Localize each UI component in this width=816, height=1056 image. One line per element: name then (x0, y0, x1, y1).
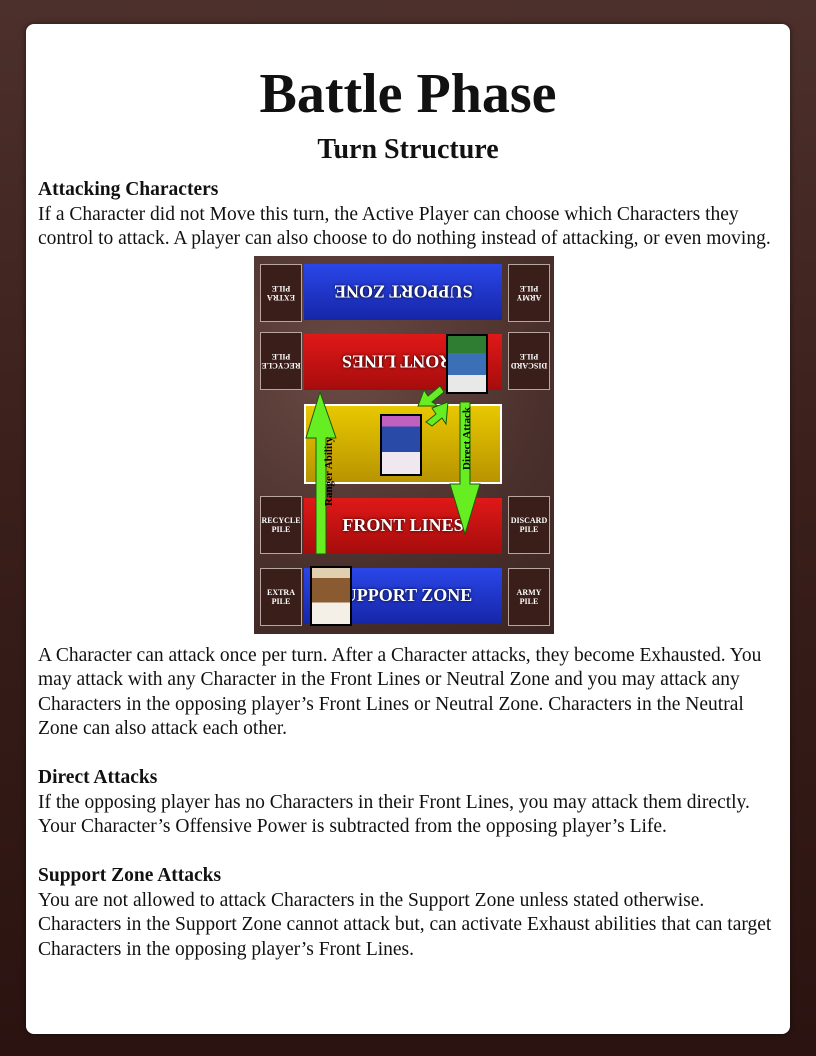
support-character-card (310, 565, 352, 626)
own-extra-pile-label: EXTRA PILE (266, 587, 295, 606)
page-title: Battle Phase (259, 63, 557, 125)
own-discard-pile: DISCARD PILE (508, 495, 550, 554)
rules-content: Attacking Characters If a Character did … (38, 178, 783, 962)
own-recycle-pile-label: RECYCLE PILE (261, 515, 301, 534)
section-heading-attacking: Attacking Characters (38, 179, 219, 200)
spacer (38, 840, 783, 865)
ranger-ability-label: Ranger Ability (323, 436, 335, 506)
counter-attack-arrow (425, 400, 449, 427)
page-subtitle: Turn Structure (317, 134, 499, 165)
neutral-character-card (380, 413, 422, 476)
own-army-pile-label: ARMY PILE (516, 587, 542, 606)
own-support-zone-label: SUPPORT ZONE (333, 585, 473, 606)
board-diagram: EXTRA PILE ARMY PILE RECYCLE PILE DISCAR… (254, 255, 554, 634)
section-body-attacking: If a Character did not Move this turn, t… (38, 203, 771, 250)
direct-attack-label: Direct Attack (461, 406, 473, 470)
own-army-pile: ARMY PILE (508, 567, 550, 626)
section-heading-support: Support Zone Attacks (38, 865, 222, 886)
ranger-ability-arrow (305, 389, 337, 554)
own-front-lines-label: FRONT LINES (342, 515, 464, 536)
own-recycle-pile: RECYCLE PILE (260, 495, 302, 554)
section-body-attack-rules: A Character can attack once per turn. Af… (38, 644, 762, 740)
rules-page: Battle Phase Turn Structure Attacking Ch… (26, 24, 790, 1034)
opponent-character-card (446, 333, 488, 394)
spacer (38, 742, 783, 767)
neutral-attack-arrow (417, 384, 445, 406)
section-heading-direct: Direct Attacks (38, 767, 158, 788)
opp-army-pile: ARMY PILE (508, 263, 550, 322)
own-discard-pile-label: DISCARD PILE (510, 515, 548, 534)
opp-recycle-pile: RECYCLE PILE (260, 331, 302, 390)
attack-arrows: Ranger Ability Direct Attack (305, 384, 481, 554)
direct-attack-arrow (449, 401, 481, 536)
opp-support-zone: SUPPORT ZONE (304, 263, 502, 320)
section-body-support: You are not allowed to attack Characters… (38, 889, 772, 960)
section-body-direct: If the opposing player has no Characters… (38, 791, 750, 838)
opp-extra-pile: EXTRA PILE (260, 263, 302, 322)
opp-discard-pile: DISCARD PILE (508, 331, 550, 390)
own-extra-pile: EXTRA PILE (260, 567, 302, 626)
